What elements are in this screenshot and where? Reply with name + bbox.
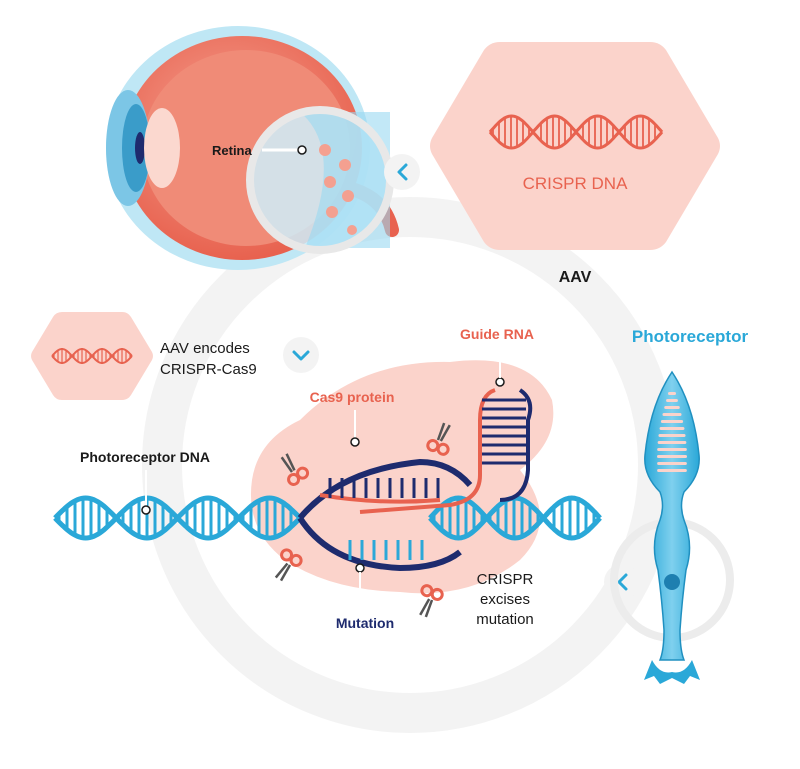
guide-rna-strand — [319, 493, 441, 504]
aav-encodes-line1: AAV encodes — [160, 340, 250, 357]
crispr-excises-line2: excises — [480, 591, 530, 608]
crispr-dna-helix-icon — [488, 114, 664, 150]
scissors-icon — [419, 584, 444, 618]
guide-rna-pointer-dot — [495, 377, 505, 387]
retina-label: Retina — [212, 143, 253, 158]
cas9-protein-label: Cas9 protein — [310, 389, 395, 405]
chevron-down-icon — [292, 350, 310, 361]
aav-capsid-hexagon — [430, 42, 720, 250]
chevron-down-button — [283, 337, 319, 373]
dna-strand — [53, 495, 302, 541]
mutation-label: Mutation — [336, 615, 394, 631]
mutation-pointer-dot — [355, 563, 365, 573]
membrane-disc — [662, 413, 682, 416]
retina-pointer-dot — [297, 145, 307, 155]
membrane-disc — [668, 392, 676, 395]
retina-zoom-circle — [246, 106, 394, 254]
crispr-excises-line1: CRISPR — [477, 571, 534, 588]
photoreceptor-dna-helix — [53, 458, 602, 572]
membrane-disc — [659, 427, 685, 430]
membrane-disc — [664, 406, 680, 409]
guide-rna-label: Guide RNA — [460, 326, 534, 342]
dna-strand — [428, 495, 602, 541]
scissors-icon — [280, 453, 310, 486]
membrane-disc — [658, 434, 686, 437]
dna-strand-lower — [297, 516, 462, 572]
membrane-disc — [657, 441, 687, 444]
chevron-left-icon — [617, 573, 628, 591]
cas9-protein-blob — [250, 360, 554, 594]
guide-rna-hairpin — [359, 388, 533, 514]
photoreceptor-dna-label: Photoreceptor DNA — [80, 449, 210, 465]
aav-label: AAV — [559, 269, 592, 286]
small-dna-helix-icon — [51, 348, 133, 364]
membrane-disc — [660, 420, 684, 423]
photoreceptor-label: Photoreceptor — [632, 327, 749, 346]
photoreceptor-dna-pointer-dot — [141, 505, 151, 515]
membrane-disc — [657, 455, 687, 458]
scissors-icon — [426, 422, 451, 456]
membrane-disc — [657, 469, 687, 472]
crispr-dna-label: CRISPR DNA — [523, 174, 629, 193]
membrane-disc — [657, 448, 687, 451]
scissors-icon — [274, 548, 303, 582]
dna-strand — [51, 348, 133, 364]
chevron-left-button-top — [384, 154, 420, 190]
dna-strand — [488, 114, 664, 150]
photoreceptor-cell-icon — [644, 370, 700, 684]
chevron-left-icon — [397, 163, 408, 181]
crispr-excises-line3: mutation — [476, 611, 534, 628]
scissors-group — [274, 422, 451, 618]
chevron-left-button-bottom — [604, 564, 640, 600]
membrane-disc — [657, 462, 687, 465]
cas9-pointer-dot — [350, 437, 360, 447]
aav-encodes-line2: CRISPR-Cas9 — [160, 361, 257, 378]
membrane-disc — [666, 399, 678, 402]
